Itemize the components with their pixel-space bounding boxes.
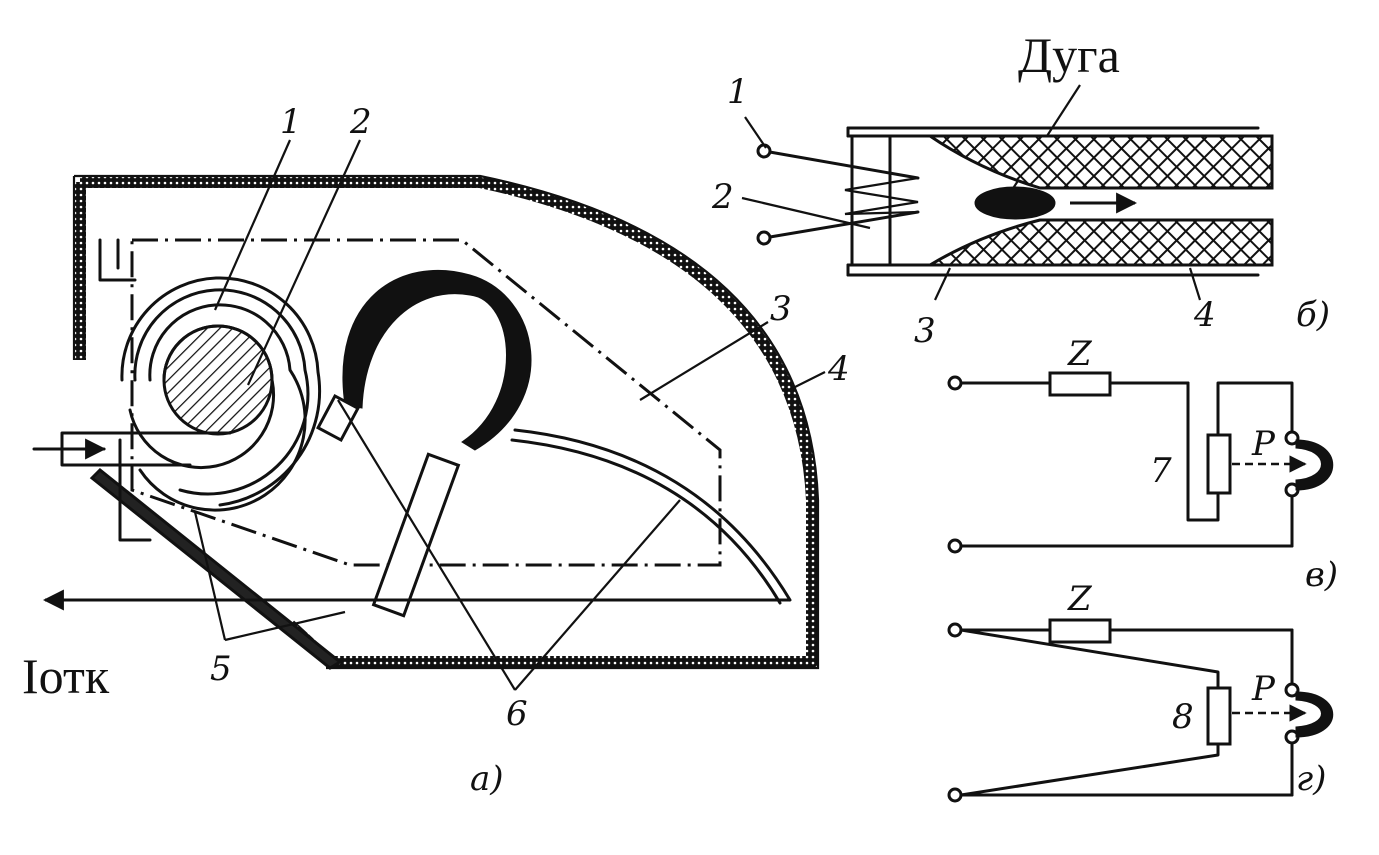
figure-b: Дуга 1 2 3 4 б): [711, 27, 1330, 351]
chamber-wall-inner-line: [74, 174, 820, 670]
blowout-coil: [118, 276, 322, 542]
impedance-z-g: [1048, 618, 1112, 644]
figure-a: 1 2 3 4 5 6 а) Iотк: [22, 102, 850, 799]
label-g-8: 8: [1172, 697, 1194, 737]
label-a-4: 4: [827, 349, 850, 389]
dash-dot-contour: [130, 238, 722, 567]
chamber-wall: [80, 176, 818, 668]
label-b-1: 1: [727, 72, 749, 112]
impedance-z-v: [1048, 371, 1112, 397]
contact-rod-upper: [316, 393, 360, 443]
label-a-3: 3: [770, 289, 792, 329]
arc-label: Дуга: [1018, 27, 1120, 83]
contact-g: [1295, 691, 1334, 738]
arc-horn: [510, 428, 792, 605]
label-a-1: 1: [280, 102, 302, 142]
contact-v: [1295, 439, 1334, 491]
figure-g: Z P 8 г): [947, 579, 1334, 803]
relay-coil-7: [1206, 433, 1232, 495]
arc-blob: [974, 186, 1056, 220]
insulating-liner-bottom: [924, 218, 1274, 267]
label-g-z: Z: [1067, 579, 1093, 619]
contact-rod-lower: [371, 452, 461, 618]
label-v-7: 7: [1150, 451, 1172, 491]
label-v-z: Z: [1067, 334, 1093, 374]
current-off-label: Iотк: [22, 648, 110, 704]
moving-contact: [342, 269, 532, 451]
label-a-6: 6: [506, 694, 528, 734]
caption-g: г): [1296, 759, 1326, 799]
label-a-5: 5: [210, 649, 232, 689]
figure-v: Z P 7 в): [947, 334, 1338, 595]
label-v-p: P: [1251, 424, 1276, 464]
caption-b: б): [1296, 295, 1330, 335]
label-b-2: 2: [711, 177, 734, 217]
label-a-2: 2: [349, 102, 372, 142]
relay-coil-8: [1206, 686, 1232, 746]
insulating-liner-top: [925, 134, 1274, 190]
slanted-plate: [89, 467, 343, 670]
label-b-3: 3: [914, 311, 936, 351]
caption-v: в): [1305, 555, 1338, 595]
label-b-4: 4: [1193, 295, 1216, 335]
caption-a: а): [470, 759, 504, 799]
label-g-p: P: [1251, 669, 1276, 709]
